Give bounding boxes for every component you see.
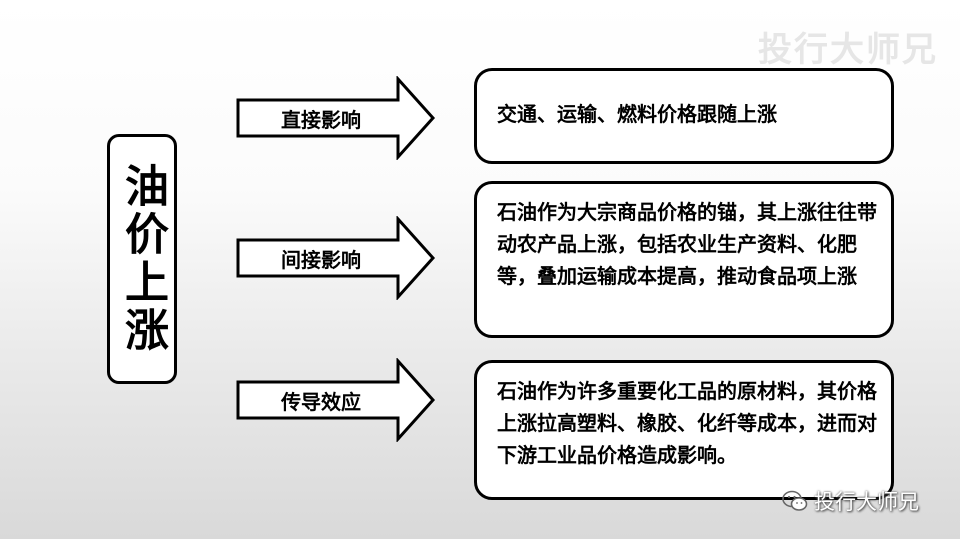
arrow-shape bbox=[236, 358, 436, 442]
arrow-transmission-effect: 传导效应 bbox=[236, 358, 436, 442]
box-text-direct: 交通、运输、燃料价格跟随上涨 bbox=[497, 102, 777, 126]
footer-watermark: 投行大师兄 bbox=[782, 486, 919, 516]
main-node-label: 油价上涨 bbox=[117, 163, 168, 355]
box-transmission-effect: 石油作为许多重要化工品的原材料，其价格上涨拉高塑料、橡胶、化纤等成本，进而对下游… bbox=[474, 360, 894, 500]
arrow-indirect-impact: 间接影响 bbox=[236, 216, 436, 300]
arrow-direct-impact: 直接影响 bbox=[236, 76, 436, 160]
wechat-icon bbox=[782, 490, 808, 511]
arrow-shape bbox=[236, 216, 436, 300]
main-node: 油价上涨 bbox=[107, 134, 177, 384]
footer-account-name: 投行大师兄 bbox=[814, 490, 919, 514]
arrow-label-indirect: 间接影响 bbox=[281, 247, 361, 272]
box-text-indirect: 石油作为大宗商品价格的锚，其上涨往往带动农产品上涨，包括农业生产资料、化肥等，叠… bbox=[497, 200, 877, 288]
box-direct-impact: 交通、运输、燃料价格跟随上涨 bbox=[474, 68, 894, 164]
arrow-label-direct: 直接影响 bbox=[281, 107, 361, 132]
box-indirect-impact: 石油作为大宗商品价格的锚，其上涨往往带动农产品上涨，包括农业生产资料、化肥等，叠… bbox=[474, 181, 894, 338]
box-text-transmission: 石油作为许多重要化工品的原材料，其价格上涨拉高塑料、橡胶、化纤等成本，进而对下游… bbox=[497, 379, 877, 467]
arrow-shape bbox=[236, 76, 436, 160]
arrow-label-transmission: 传导效应 bbox=[281, 389, 361, 414]
watermark: 投行大师兄 bbox=[758, 30, 938, 70]
